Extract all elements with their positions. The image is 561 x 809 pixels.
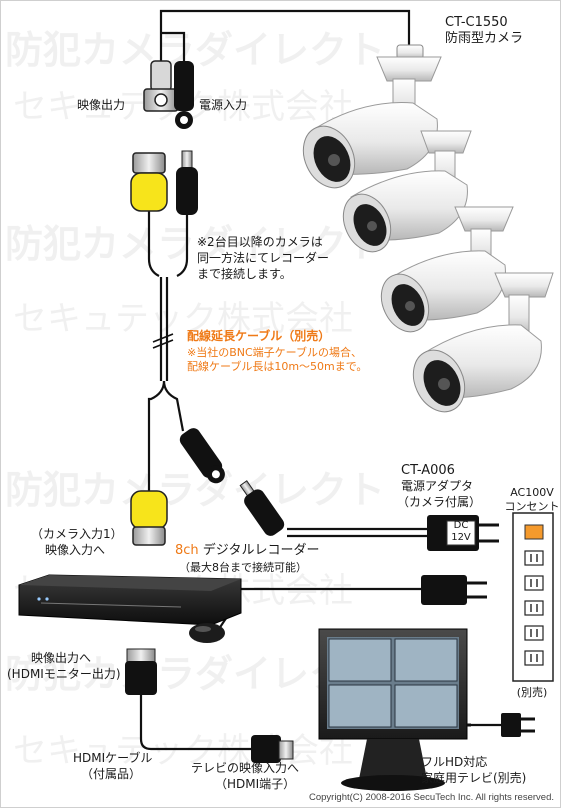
hdmi-cable-label2: （付属品） (81, 767, 142, 781)
mouse (189, 623, 225, 643)
tv-input-label1: テレビの映像入力へ (191, 761, 300, 775)
video-out-label: 映像出力 (77, 98, 126, 112)
adapter-plate-voltage: 12V (451, 532, 471, 543)
television (318, 628, 471, 791)
tv-label2: 家庭用テレビ(別売) (421, 771, 527, 785)
recorder-name-text: デジタルレコーダー (198, 543, 320, 558)
extension-cable-title: 配線延長ケーブル（別売） (187, 329, 331, 343)
note-line1: ※2台目以降のカメラは (197, 235, 323, 249)
tv-label1: フルHD対応 (421, 755, 488, 769)
camera-model-label: CT-C1550 (445, 15, 508, 30)
note-line2: 同一方法にてレコーダー (197, 251, 330, 265)
dc-male-diagonal (239, 480, 285, 536)
note-line3: まで接続します。 (197, 267, 292, 281)
bnc-female-connector (143, 60, 179, 112)
power-outlet (512, 512, 554, 682)
adapter-model-label: CT-A006 (401, 463, 455, 478)
camera-1 (302, 44, 442, 189)
dc-male-connector (176, 150, 198, 215)
outlet-title-name: コンセント (504, 500, 560, 513)
outlet-title-voltage: AC100V (510, 486, 554, 499)
digital-video-recorder (18, 574, 242, 626)
dc-female-connector (174, 61, 194, 129)
camera-4 (412, 272, 554, 413)
recorder-name-label: 8ch デジタルレコーダー (175, 543, 320, 558)
bnc-male-connector-lower (130, 490, 168, 546)
extension-cable-note1: ※当社のBNC端子ケーブルの場合、 (187, 346, 363, 359)
recorder-input-label1: （カメラ入力1） (31, 527, 123, 541)
adapter-name-label: 電源アダプタ (401, 479, 474, 493)
bnc-male-connector (130, 152, 168, 212)
recorder-power-plug (421, 575, 487, 605)
adapter-plate-dc: DC (453, 520, 469, 531)
video-out-hdmi-label1: 映像出力へ (31, 651, 92, 665)
cable-break-marks (152, 333, 174, 349)
recorder-input-label2: 映像入力へ (45, 543, 106, 557)
video-out-hdmi-label2: (HDMIモニター出力) (7, 667, 121, 681)
copyright-text: Copyright(C) 2008-2016 SecuTech Inc. All… (308, 792, 554, 803)
camera-2 (342, 130, 472, 253)
camera-type-label: 防雨型カメラ (445, 31, 524, 46)
camera-3 (380, 206, 514, 333)
dc-female-diagonal (179, 428, 225, 484)
tv-power-plug (501, 713, 535, 737)
hdmi-connector-tv (251, 735, 294, 763)
extension-cable-note2: 配線ケーブル長は10m〜50mまで。 (187, 360, 368, 373)
recorder-ch-label: 8ch (175, 543, 199, 558)
recorder-note-label: （最大8台まで接続可能） (179, 561, 307, 574)
power-in-label: 電源入力 (199, 98, 248, 112)
outlet-note: (別売) (516, 686, 548, 699)
hdmi-cable-label1: HDMIケーブル (73, 751, 153, 765)
hdmi-connector-recorder (125, 648, 157, 695)
power-adapter (427, 515, 499, 551)
adapter-note-label: （カメラ付属） (397, 495, 482, 509)
tv-input-label2: （HDMI端子） (215, 777, 296, 791)
